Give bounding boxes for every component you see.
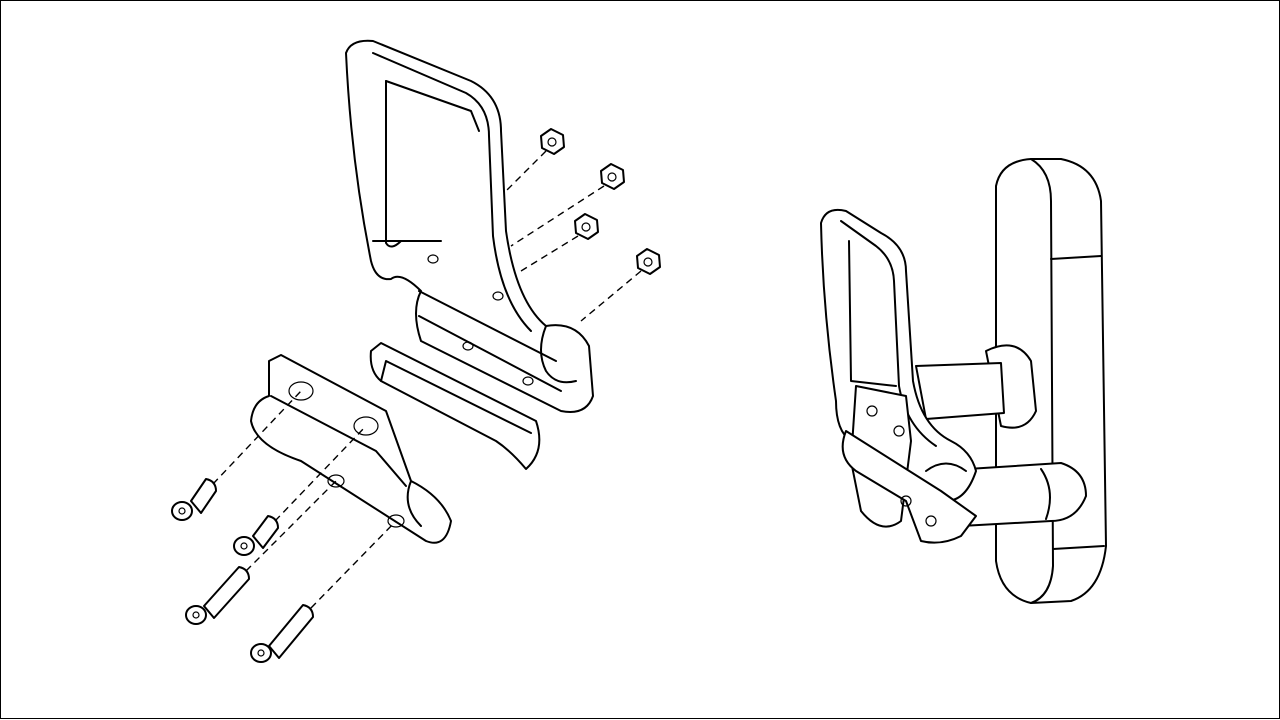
clamp-bar [369, 342, 541, 470]
nut-icon [540, 128, 565, 155]
nut-icon [600, 163, 625, 190]
nuts [505, 128, 661, 322]
screw-icon [250, 604, 314, 663]
screw-icon [171, 478, 217, 521]
nut-icon [636, 248, 661, 275]
assembled-handle-frame [820, 208, 977, 544]
screw-icon [185, 566, 250, 625]
nut-icon [574, 213, 599, 240]
clamp-housing [250, 354, 452, 544]
handle-frame-exploded [345, 39, 594, 413]
screw-icon [233, 515, 279, 556]
screws [171, 390, 397, 663]
